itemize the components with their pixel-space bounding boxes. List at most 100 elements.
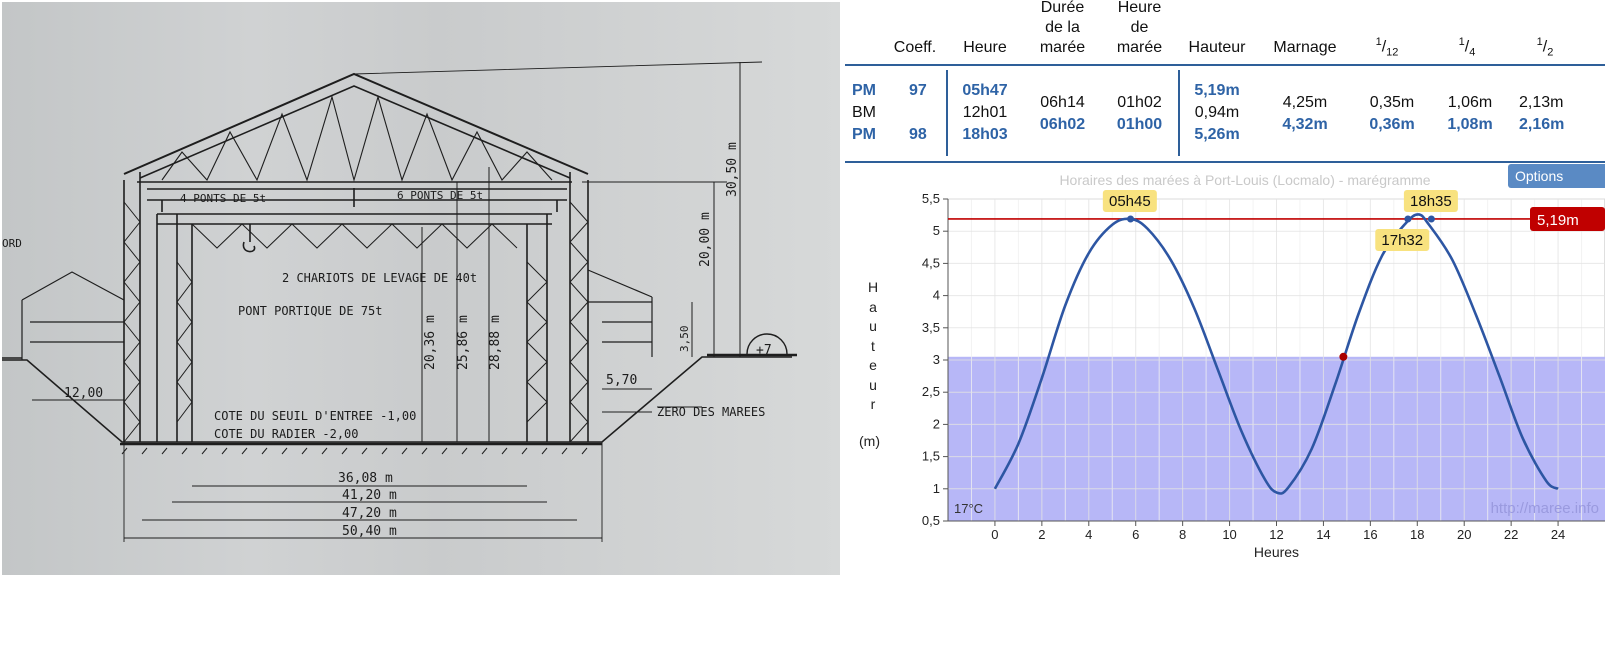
y-tick-label: 2 [933, 416, 940, 431]
dim-5-70: 5,70 [606, 373, 637, 388]
header-duree-line1: Durée [1040, 0, 1085, 16]
y-tick-label: 1 [933, 481, 940, 496]
row1-type: PM [852, 82, 876, 99]
dim-41-20: 41,20 m [342, 488, 397, 503]
x-tick-label: 6 [1132, 527, 1139, 542]
header-marnage: Marnage [1273, 39, 1337, 56]
time-label-box [1375, 228, 1430, 251]
row3-type: PM [852, 126, 876, 143]
x-tick-label: 8 [1179, 527, 1186, 542]
x-tick-label: 4 [1085, 527, 1092, 542]
twelfth-1: 0,35m [1369, 94, 1415, 111]
y-axis-title-letter: u [869, 318, 877, 334]
x-tick-label: 22 [1504, 527, 1518, 542]
half-2: 2,16m [1519, 116, 1565, 133]
x-tick-label: 24 [1551, 527, 1565, 542]
threshold-badge [1530, 206, 1605, 231]
row1-coeff: 97 [909, 82, 927, 99]
dim-50-40: 50,40 m [342, 524, 397, 539]
label-seuil: COTE DU SEUIL D'ENTREE -1,00 [214, 409, 416, 423]
row2-heure: 12h01 [962, 104, 1008, 121]
options-button[interactable]: Options [1508, 164, 1605, 188]
x-tick-label: 12 [1269, 527, 1283, 542]
label-ponts-6: 6 PONTS DE 5t [397, 189, 483, 202]
header-half-den: 2 [1547, 46, 1554, 59]
blueprint-photo: 4 PONTS DE 5t 6 PONTS DE 5t 2 CHARIOTS D… [2, 2, 840, 575]
time-label-box [1102, 189, 1157, 212]
y-tick-label: 5 [933, 223, 940, 238]
dim-3-50: 3,50 [678, 326, 691, 353]
header-twelfth-den: 12 [1386, 46, 1399, 59]
tide-table: Coeff. Heure Durée de la marée Heure de … [845, 0, 1605, 165]
header-duree-line3: marée [1039, 39, 1086, 56]
dim-20-36: 20,36 m [423, 315, 438, 370]
label-plus-7: +7 [756, 343, 772, 358]
row3-hauteur: 5,26m [1194, 126, 1240, 143]
high-tide-point [1404, 215, 1412, 223]
high-tide-point [1127, 215, 1135, 223]
heure-maree-1: 01h02 [1117, 94, 1162, 111]
x-tick-label: 0 [991, 527, 998, 542]
header-heure-maree-line1: Heure [1117, 0, 1162, 16]
y-tick-label: 3,5 [922, 320, 940, 335]
header-heure: Heure [963, 39, 1007, 56]
current-tide-marker [1339, 352, 1348, 361]
y-axis-unit: (m) [859, 433, 880, 449]
basin-outline [2, 356, 792, 443]
half-1: 2,13m [1519, 94, 1564, 111]
y-axis-title-letter: e [869, 357, 877, 373]
x-tick-label: 20 [1457, 527, 1471, 542]
header-heure-maree: Heure de marée [1107, 0, 1172, 58]
row2-hauteur: 0,94m [1194, 104, 1240, 121]
header-duree-line2: de la [1045, 19, 1080, 36]
y-tick-label: 3 [933, 352, 940, 367]
y-tick-label: 2,5 [922, 384, 940, 399]
y-tick-label: 0,5 [922, 513, 940, 528]
y-axis-title-letter: r [870, 396, 876, 412]
label-radier: COTE DU RADIER -2,00 [214, 427, 359, 441]
label-ponts-4: 4 PONTS DE 5t [180, 192, 266, 205]
high-tide-point [1427, 215, 1435, 223]
dim-25-86: 25,86 m [456, 315, 471, 370]
x-axis-label: Heures [1254, 544, 1299, 560]
threshold-label: 5,19m [1537, 212, 1579, 229]
row3-coeff: 98 [909, 126, 927, 143]
x-tick-label: 18 [1410, 527, 1424, 542]
x-tick-label: 16 [1363, 527, 1377, 542]
header-divider [845, 64, 1605, 66]
column-separator [946, 70, 948, 156]
quarter-1: 1,06m [1447, 94, 1493, 111]
x-tick-label: 10 [1222, 527, 1236, 542]
header-hauteur: Hauteur [1188, 39, 1246, 56]
dim-12-00: 12,00 [64, 386, 103, 401]
dim-28-88: 28,88 m [488, 315, 503, 370]
header-twelfth: 1/12 [1375, 36, 1399, 59]
watermark: http://maree.info [1491, 500, 1599, 517]
tide-curve [993, 213, 1559, 495]
duree-2: 06h02 [1039, 116, 1086, 133]
header-half-num: 1 [1536, 36, 1543, 48]
table-bottom-divider [845, 161, 1605, 163]
marnage-1: 4,25m [1282, 94, 1328, 111]
row3-heure: 18h03 [962, 126, 1008, 143]
label-bord: ORD [2, 237, 22, 250]
column-separator [1178, 70, 1180, 156]
row1-hauteur: 5,19m [1194, 82, 1240, 99]
header-quarter: 1/4 [1458, 36, 1476, 59]
label-pont-portique: PONT PORTIQUE DE 75t [238, 304, 383, 318]
y-tick-label: 5,5 [922, 191, 940, 206]
y-axis-title-letter: t [871, 337, 875, 354]
header-quarter-num: 1 [1458, 36, 1465, 48]
duree-1: 06h14 [1040, 94, 1085, 111]
heure-maree-2: 01h00 [1116, 116, 1163, 133]
header-half: 1/2 [1536, 36, 1554, 59]
x-tick-label: 2 [1038, 527, 1045, 542]
header-heure-maree-line2: de [1130, 19, 1149, 36]
temperature-label: 17°C [954, 501, 983, 516]
dim-47-20: 47,20 m [342, 506, 397, 521]
time-label-box [1403, 189, 1458, 212]
y-axis-title-letter: a [869, 298, 877, 315]
dim-20-00: 20,00 m [698, 212, 713, 267]
header-twelfth-num: 1 [1375, 36, 1382, 48]
